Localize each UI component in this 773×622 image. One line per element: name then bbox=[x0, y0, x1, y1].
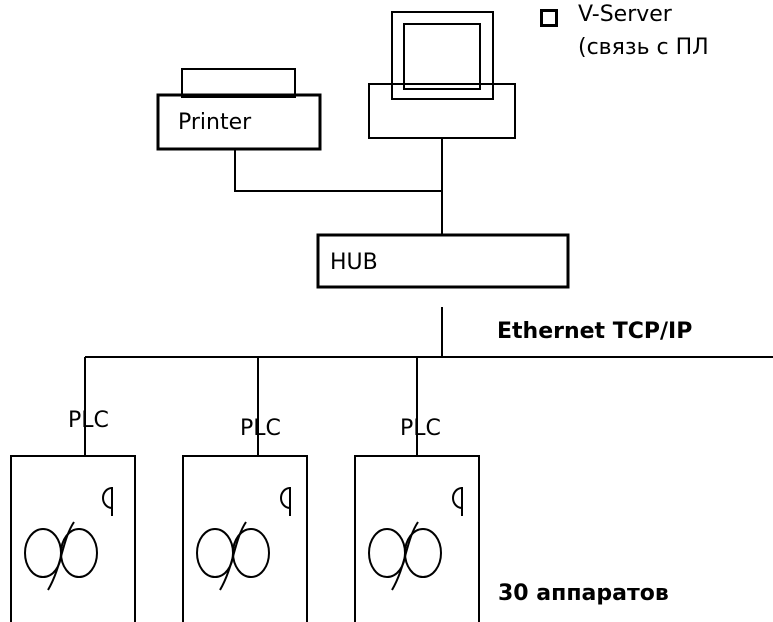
printer-label: Printer bbox=[178, 110, 252, 135]
network-label: Ethernet TCP/IP bbox=[497, 319, 693, 344]
machine-cabinet-icon bbox=[354, 455, 480, 622]
plc-drops bbox=[84, 357, 418, 456]
legend-line-2: (связь с ПЛ bbox=[578, 35, 709, 60]
reel-icon bbox=[24, 521, 98, 591]
reel-icon bbox=[368, 521, 442, 591]
reel-icon bbox=[196, 521, 270, 591]
hub-box bbox=[316, 233, 570, 289]
plc-label: PLC bbox=[68, 408, 109, 433]
machine-count-label: 30 аппаратов bbox=[498, 581, 669, 606]
handle-icon bbox=[280, 487, 291, 516]
square-bullet-icon bbox=[540, 9, 558, 27]
handle-icon bbox=[452, 487, 463, 516]
hub-label: HUB bbox=[330, 250, 378, 275]
computer-icon bbox=[368, 11, 516, 139]
machine-cabinet-icon bbox=[10, 455, 136, 622]
connection-lines bbox=[234, 138, 443, 235]
machine-cabinet-icon bbox=[182, 455, 308, 622]
legend-line-1: V-Server bbox=[578, 2, 672, 27]
handle-icon bbox=[102, 487, 113, 516]
plc-label: PLC bbox=[240, 416, 281, 441]
plc-label: PLC bbox=[400, 416, 441, 441]
printer-icon bbox=[156, 68, 322, 151]
